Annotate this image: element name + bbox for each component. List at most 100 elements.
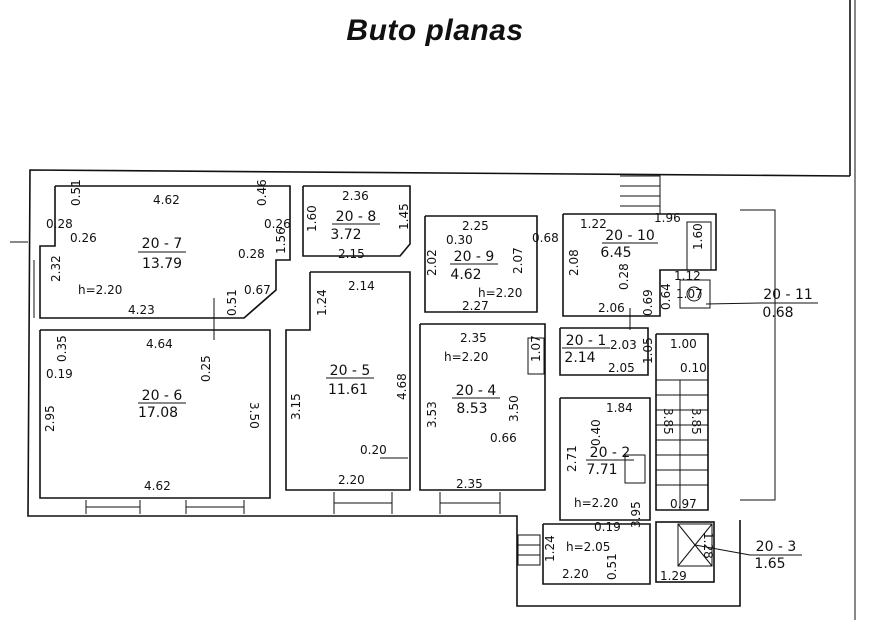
room-20-9 [424,215,538,313]
dimension: 0.28 [617,263,631,290]
dimension: 2.07 [511,247,525,274]
dimension: 3.50 [507,395,521,422]
height-label: h=2.20 [444,350,488,364]
room-id: 20 - 9 [454,249,495,265]
dimension: 2.71 [565,445,579,472]
dimension: 2.20 [562,567,589,581]
dimension: 0.20 [360,443,387,457]
dimension: 0.26 [264,217,291,231]
room-area: 3.72 [330,227,361,243]
dimension: 4.64 [146,337,173,351]
staircase [655,333,709,511]
dimension: 1.05 [641,337,655,364]
markers [10,241,631,459]
dimension: 0.19 [46,367,73,381]
room-area: 0.68 [762,305,793,321]
dimension: 4.62 [144,479,171,493]
dimension: 1.24 [543,535,557,562]
dimension: 1.45 [397,203,411,230]
dimension: 2.35 [456,477,483,491]
room-area: 13.79 [142,256,182,272]
room-id: 20 - 11 [763,287,813,303]
dimension: 0.51 [69,179,83,206]
room-area: 1.65 [754,556,785,572]
height-label: h=2.20 [478,286,522,300]
dimension: 3.50 [247,402,261,429]
room-id: 20 - 2 [590,445,631,461]
dimension: 0.26 [70,231,97,245]
dimension: 1.00 [670,337,697,351]
height-label: h=2.05 [566,540,610,554]
dimension: 4.68 [395,373,409,400]
room-area: 2.14 [564,350,595,366]
plan-title: Buto planas [346,14,524,47]
dimension: 2.15 [338,247,365,261]
dimension: 2.08 [567,249,581,276]
dimension: 2.06 [598,301,625,315]
dimension: 0.67 [244,283,271,297]
dimension: 1.60 [691,223,705,250]
dimension: 3.95 [629,501,643,528]
dimension: 2.36 [342,189,369,203]
dimension: 0.19 [594,520,621,534]
dimension: 2.35 [460,331,487,345]
dimension: 1.28 [701,532,715,559]
height-label: h=2.20 [574,496,618,510]
room-id: 20 - 3 [756,539,797,555]
room-id: 20 - 5 [330,363,371,379]
room-area: 8.53 [456,401,487,417]
dimension: 2.05 [608,361,635,375]
dimension: 1.12 [674,269,701,283]
dimension: 0.97 [670,497,697,511]
room-id: 20 - 10 [605,228,655,244]
stair-top [620,175,661,214]
dimension: 2.27 [462,299,489,313]
dimension: 1.96 [654,211,681,225]
room-area: 11.61 [328,382,368,398]
dimension: 2.03 [610,338,637,352]
room-20-4 [419,323,546,514]
dimension: 4.23 [128,303,155,317]
dimension: 2.20 [338,473,365,487]
room-area: 17.08 [138,405,178,421]
dimension: 1.56 [274,227,288,254]
dimension: 1.60 [305,205,319,232]
dimension: 0.28 [238,247,265,261]
dimension: 1.07 [529,335,543,362]
room-id: 20 - 1 [566,333,607,349]
dimension: 1.24 [315,289,329,316]
height-labels: h=2.20 h=2.20 h=2.20 h=2.20 h=2.05 [78,283,618,554]
dimension: 2.02 [425,249,439,276]
dimension: 2.32 [49,255,63,282]
dimension: 3.15 [289,393,303,420]
dimension: 0.25 [199,355,213,382]
room-area: 7.71 [586,462,617,478]
room-20-1 [559,327,649,376]
dimension: 2.25 [462,219,489,233]
dimension: 0.40 [589,419,603,446]
dimension: 1.22 [580,217,607,231]
dimension: 0.30 [446,233,473,247]
dimension: 0.35 [55,335,69,362]
dimension: 0.69 [641,289,655,316]
dimension: 1.07 [676,287,703,301]
dimension: 0.66 [490,431,517,445]
dimension: 3.85 [689,408,703,435]
room-area: 4.62 [450,267,481,283]
height-label: h=2.20 [78,283,122,297]
room-bottom [517,523,651,585]
room-id: 20 - 7 [142,236,183,252]
room-area: 6.45 [600,245,631,261]
room-id: 20 - 8 [336,209,377,225]
dimension: 2.95 [43,405,57,432]
dimension: 0.51 [225,289,239,316]
dimension: 0.28 [46,217,73,231]
dimension: 0.10 [680,361,707,375]
room-id: 20 - 4 [456,383,497,399]
dimension: 0.51 [605,553,619,580]
dimension: 3.53 [425,401,439,428]
dimension: 3.85 [661,408,675,435]
dimension: 0.68 [532,231,559,245]
dimension: 4.62 [153,193,180,207]
